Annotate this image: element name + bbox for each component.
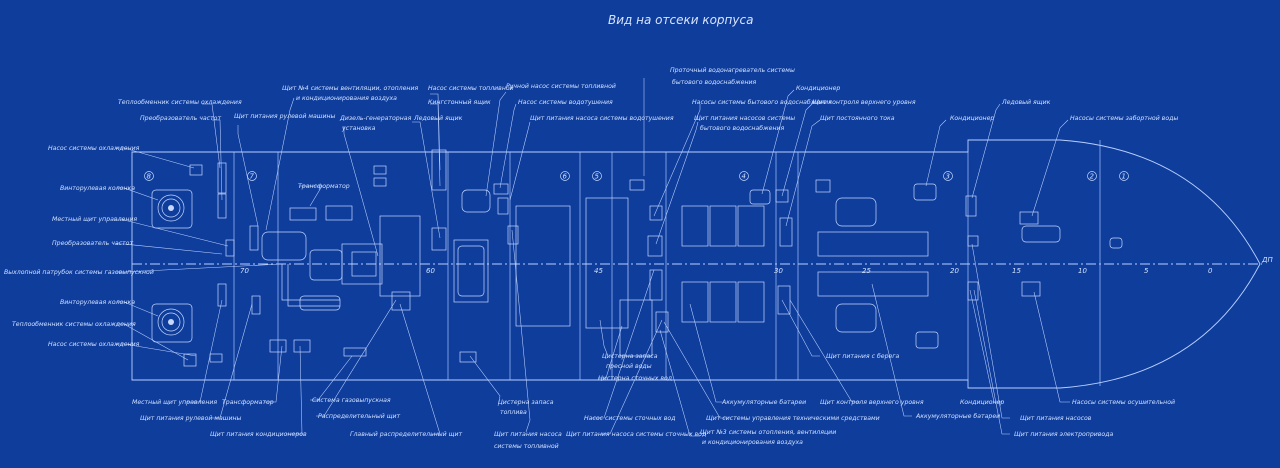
callout-label: Система газовыпускная: [312, 397, 391, 404]
callout-label: Главный распределительный щит: [350, 431, 463, 438]
leader-lines: [116, 78, 1070, 437]
compartment-number: 8: [147, 173, 152, 181]
callout-label: Винторулевая колонка: [60, 299, 135, 306]
callout-label: Насос системы сточных вод: [584, 415, 675, 422]
diagram-title: Вид на отсеки корпуса: [608, 13, 753, 27]
callout-label: Местный щит управления: [52, 216, 137, 223]
callout-label: Трансформатор: [222, 399, 274, 406]
frame-mark: 20: [950, 267, 959, 275]
callout-label: Щит питания насосов системы: [694, 115, 795, 122]
callout-label: Щит №4 системы вентиляции, отопления: [282, 85, 418, 92]
equipment: [151, 149, 1123, 367]
fresh-water-tank: [585, 197, 629, 329]
callout-label: Щит питания рулевой машины: [140, 415, 242, 422]
callout-label: системы топливной: [494, 443, 559, 450]
callout-label: Щит контроля верхнего уровня: [812, 99, 916, 106]
compartment-number: 3: [946, 173, 950, 181]
compartment-numbers: 8 7 6 5 4 3 2 1: [144, 171, 1129, 181]
callout-label: топлива: [500, 409, 527, 416]
callout-label: Теплообменник системы охлаждения: [12, 320, 136, 328]
fuel-tank: [515, 205, 571, 327]
compartment-number: 1: [1122, 173, 1126, 181]
compartment-number: 7: [250, 173, 255, 181]
callout-label: Проточный водонагреватель системы: [670, 67, 795, 74]
callout-label: Преобразователь частот: [52, 239, 133, 247]
azimuth-thruster-bottom: [151, 303, 193, 343]
callout-label: Цистерна запаса: [602, 353, 658, 360]
baseline-label: ДП: [1261, 256, 1273, 264]
compartment-number: 6: [563, 173, 568, 181]
callout-label: Распределительный щит: [318, 413, 401, 420]
frame-mark: 10: [1078, 267, 1087, 275]
callout-label: Кингстонный ящик: [428, 99, 491, 106]
azimuth-thruster-top: [151, 189, 193, 229]
frame-mark: 70: [240, 267, 249, 275]
frame-mark: 25: [862, 267, 871, 275]
callout-label: Местный щит управления: [132, 399, 217, 406]
callout-label: Теплообменник системы охлаждения: [118, 98, 242, 106]
callout-label: Щит питания насоса: [494, 431, 562, 438]
frame-marks: 70 60 45 30 25 20 15 10 5 0 ДП: [240, 256, 1273, 275]
callout-label: и кондиционирования воздуха: [296, 95, 397, 102]
callout-label: Щит питания рулевой машины: [234, 113, 336, 120]
callout-label: Щит питания насосов: [1020, 415, 1092, 422]
callout-label: Выхлопной патрубок системы газовыпускной: [4, 268, 154, 276]
callout-label: Щит питания с берега: [826, 352, 900, 360]
callout-label: Ледовый ящик: [413, 115, 463, 122]
callout-label: и кондиционирования воздуха: [702, 439, 803, 446]
frame-mark: 60: [426, 267, 435, 275]
callout-label: Винторулевая колонка: [60, 185, 135, 192]
compartment-number: 4: [742, 173, 746, 181]
callout-label: Насос системы водотушения: [518, 99, 613, 106]
callout-label: Щит питания кондиционеров: [210, 431, 307, 438]
diesel-generator: [309, 165, 387, 285]
callout-label: пресной воды: [606, 363, 652, 370]
hull-outline: [131, 139, 1262, 389]
callout-label: Кондиционер: [950, 115, 994, 122]
callout-label: Дизель-генераторная: [339, 115, 412, 122]
callout-label: Щит постоянного тока: [820, 115, 895, 122]
callout-label: Щит питания насоса системы водотушения: [530, 115, 674, 122]
callout-label: Трансформатор: [298, 183, 350, 190]
callout-label: Преобразователь частот: [140, 114, 221, 122]
callout-labels: Теплообменник системы охлаждения Преобра…: [4, 67, 1178, 450]
sewage-tank: [619, 299, 653, 357]
callout-label: Щит контроля верхнего уровня: [820, 399, 924, 406]
callout-label: Цистерна сточных вод: [598, 375, 672, 382]
callout-label: Щит системы управления техническими сред…: [706, 415, 880, 422]
compartment-number: 5: [595, 173, 600, 181]
frame-mark: 5: [1144, 267, 1149, 275]
callout-label: установка: [341, 125, 376, 132]
frame-mark: 45: [594, 267, 603, 275]
callout-label: бытового водоснабжения: [672, 78, 757, 86]
callout-label: Щит №3 системы отопления, вентиляции: [700, 429, 836, 436]
callout-label: Насосы системы бытового водоснабжения: [692, 98, 832, 106]
callout-label: Насосы системы забортной воды: [1070, 114, 1178, 122]
callout-label: Щит питания электропривода: [1014, 431, 1113, 438]
compartment-number: 2: [1090, 173, 1095, 181]
bulkheads: [233, 140, 1101, 386]
callout-label: бытового водоснабжения: [700, 124, 785, 132]
callout-label: Кондиционер: [796, 85, 840, 92]
callout-label: Цистерна запаса: [498, 399, 554, 406]
callout-label: Аккумуляторные батареи: [721, 398, 806, 406]
callout-label: Насос системы топливной: [428, 85, 514, 92]
frame-mark: 0: [1208, 267, 1213, 275]
frame-mark: 15: [1012, 267, 1021, 275]
frame-mark: 30: [774, 267, 783, 275]
callout-label: Кондиционер: [960, 399, 1004, 406]
callout-label: Насосы системы осушительной: [1072, 399, 1175, 406]
callout-label: Насос системы охлаждения: [48, 145, 140, 152]
callout-label: Щит питания насоса системы сточных вод: [566, 431, 706, 438]
callout-label: Ручной насос системы топливной: [506, 83, 616, 90]
callout-label: Ледовый ящик: [1001, 99, 1051, 106]
callout-label: Насос системы охлаждения: [48, 341, 140, 348]
callout-label: Аккумуляторные батареи: [915, 412, 1000, 420]
